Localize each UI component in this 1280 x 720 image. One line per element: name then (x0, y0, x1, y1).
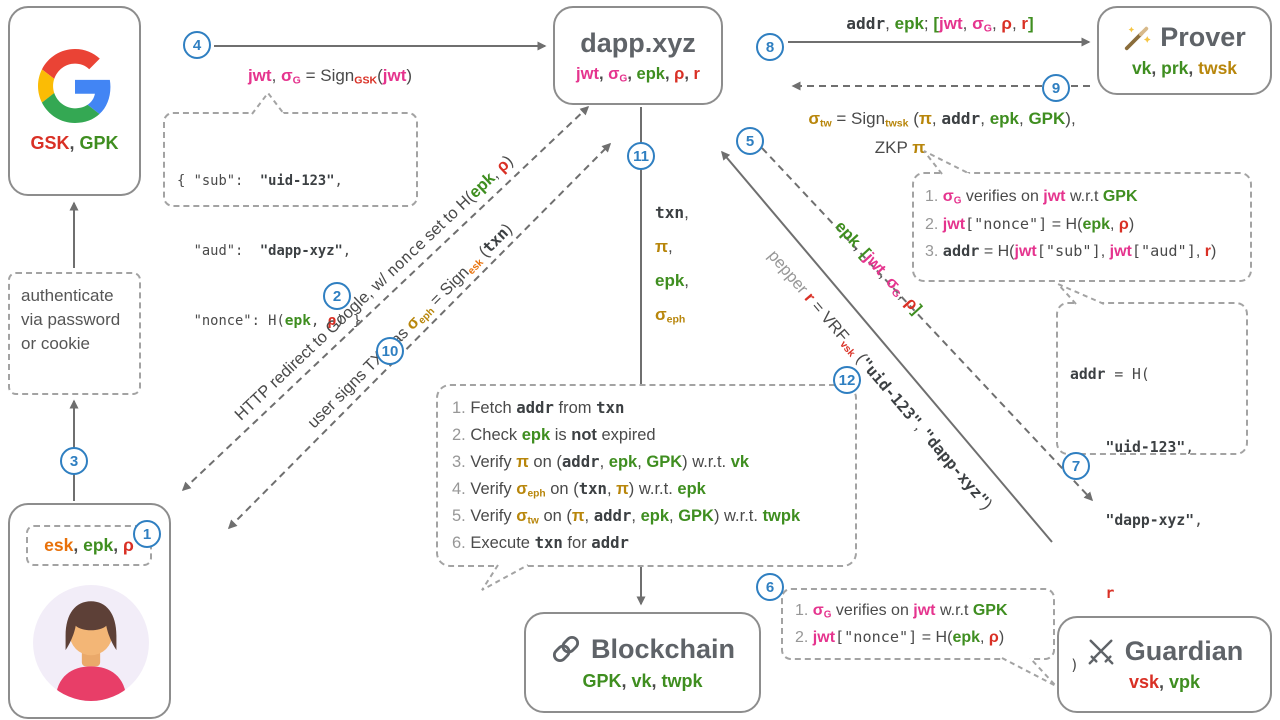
guardian-checks-bubble: 1. σG verifies on jwt w.r.t GPK 2. jwt["… (781, 588, 1055, 660)
step-10-badge: 10 (376, 337, 404, 365)
chain-check-item: 5. Verify σtw on (π, addr, epk, GPK) w.r… (452, 506, 801, 527)
jwt-payload-line: "aud": "dapp-xyz", (177, 242, 352, 259)
blockchain-node: Blockchain GPK, vk, twpk (524, 612, 761, 713)
txn-item: epk, (655, 271, 690, 290)
chain-check-item: 4. Verify σeph on (txn, π) w.r.t. epk (452, 479, 706, 500)
guardian-bubble-tail (1001, 657, 1057, 687)
addr-derivation-line: ) (1070, 657, 1079, 675)
user-avatar-icon (33, 585, 149, 701)
guardian-title: Guardian (1124, 636, 1244, 666)
step-3-badge: 3 (60, 447, 88, 475)
step-4-badge: 4 (183, 31, 211, 59)
prover-title: Prover (1160, 22, 1246, 52)
magic-wand-icon (1125, 26, 1151, 50)
addr-derivation-line: addr = H( (1070, 366, 1150, 384)
prover-check-item: 3. addr = H(jwt["sub"], jwt["aud"], r) (925, 242, 1217, 261)
user-node: esk, epk, ρ (8, 503, 171, 719)
guardian-node: Guardian vsk, vpk (1057, 616, 1272, 713)
txn-item: σeph (655, 305, 686, 326)
step4-label: jwt, σG = SignGSK(jwt) (247, 66, 413, 87)
step-2-badge: 2 (323, 282, 351, 310)
dapp-title: dapp.xyz (580, 27, 696, 58)
addr-derivation-bubble: addr = H( "uid-123", "dapp-xyz", r ) (1056, 302, 1248, 674)
crossed-swords-icon (1088, 639, 1114, 664)
prover-checks-bubble: 1. σG verifies on jwt w.r.t GPK 2. jwt["… (912, 172, 1252, 282)
chain-check-item: 6. Execute txn for addr (452, 533, 629, 553)
chain-checks-bubble: 1. Fetch addr from txn 2. Check epk is n… (436, 384, 857, 567)
jwt-payload-bubble: { "sub": "uid-123", "aud": "dapp-xyz", "… (163, 112, 418, 329)
step9-label-line2: ZKP π (874, 138, 926, 157)
guardian-check-item: 1. σG verifies on jwt w.r.t GPK (795, 602, 1008, 621)
prover-check-item: 2. jwt["nonce"] = H(epk, ρ) (925, 214, 1135, 233)
step-9-badge: 9 (1042, 74, 1070, 102)
blockchain-title: Blockchain (590, 633, 736, 664)
google-keys: GSK, GPK (30, 132, 119, 153)
chain-check-item: 2. Check epk is not expired (452, 426, 656, 445)
step-1-badge: 1 (133, 520, 161, 548)
chain-link-icon (552, 635, 580, 663)
step8-label: addr, epk; [jwt, σG, ρ, r] (846, 14, 1034, 35)
step-8-badge: 8 (756, 33, 784, 61)
jwt-payload-line: { "sub": "uid-123", (177, 173, 343, 190)
auth-note: authenticate via password or cookie (8, 272, 141, 395)
prover-keys: vk, prk, twsk (1131, 58, 1238, 78)
google-node: GSK, GPK (8, 6, 141, 196)
addr-bubble-tail (1057, 283, 1105, 305)
addr-derivation-line: "dapp-xyz", (1105, 511, 1203, 529)
guardian-check-item: 2. jwt["nonce"] = H(epk, ρ) (795, 627, 1005, 646)
google-logo-icon (37, 48, 110, 123)
chain-check-item: 3. Verify π on (addr, epk, GPK) w.r.t. v… (452, 452, 750, 472)
step-5-badge: 5 (736, 127, 764, 155)
auth-note-text: authenticate via password or cookie (21, 286, 121, 354)
txn-item: π, (655, 237, 673, 256)
step-6-badge: 6 (756, 573, 784, 601)
prover-check-item: 1. σG verifies on jwt w.r.t GPK (925, 188, 1138, 207)
chain-bubble-tail (481, 564, 529, 591)
jwt-payload-line: "nonce": H(epk, ρ) } (177, 312, 362, 329)
txn-item: txn, (655, 203, 689, 222)
jwt-bubble-tail (251, 91, 285, 115)
blockchain-keys: GPK, vk, twpk (582, 671, 703, 691)
addr-derivation-line: r (1105, 584, 1115, 602)
dapp-keys: jwt, σG, epk, ρ, r (576, 64, 700, 85)
step-7-badge: 7 (1062, 452, 1090, 480)
step-12-badge: 12 (833, 366, 861, 394)
addr-derivation-line: "uid-123", (1105, 438, 1195, 456)
user-keys: esk, epk, ρ (44, 535, 134, 555)
chain-check-item: 1. Fetch addr from txn (452, 398, 625, 417)
txn-payload-list: txn, π, epk, σeph (655, 196, 689, 332)
prover-node: Prover vk, prk, twsk (1097, 6, 1272, 95)
dapp-node: dapp.xyz jwt, σG, epk, ρ, r (553, 6, 723, 105)
guardian-keys: vsk, vpk (1128, 672, 1201, 692)
step9-label-line1: σtw = Signtwsk (π, addr, epk, GPK), (808, 109, 1076, 130)
step-11-badge: 11 (627, 142, 655, 170)
prover-bubble-tail (923, 150, 971, 175)
